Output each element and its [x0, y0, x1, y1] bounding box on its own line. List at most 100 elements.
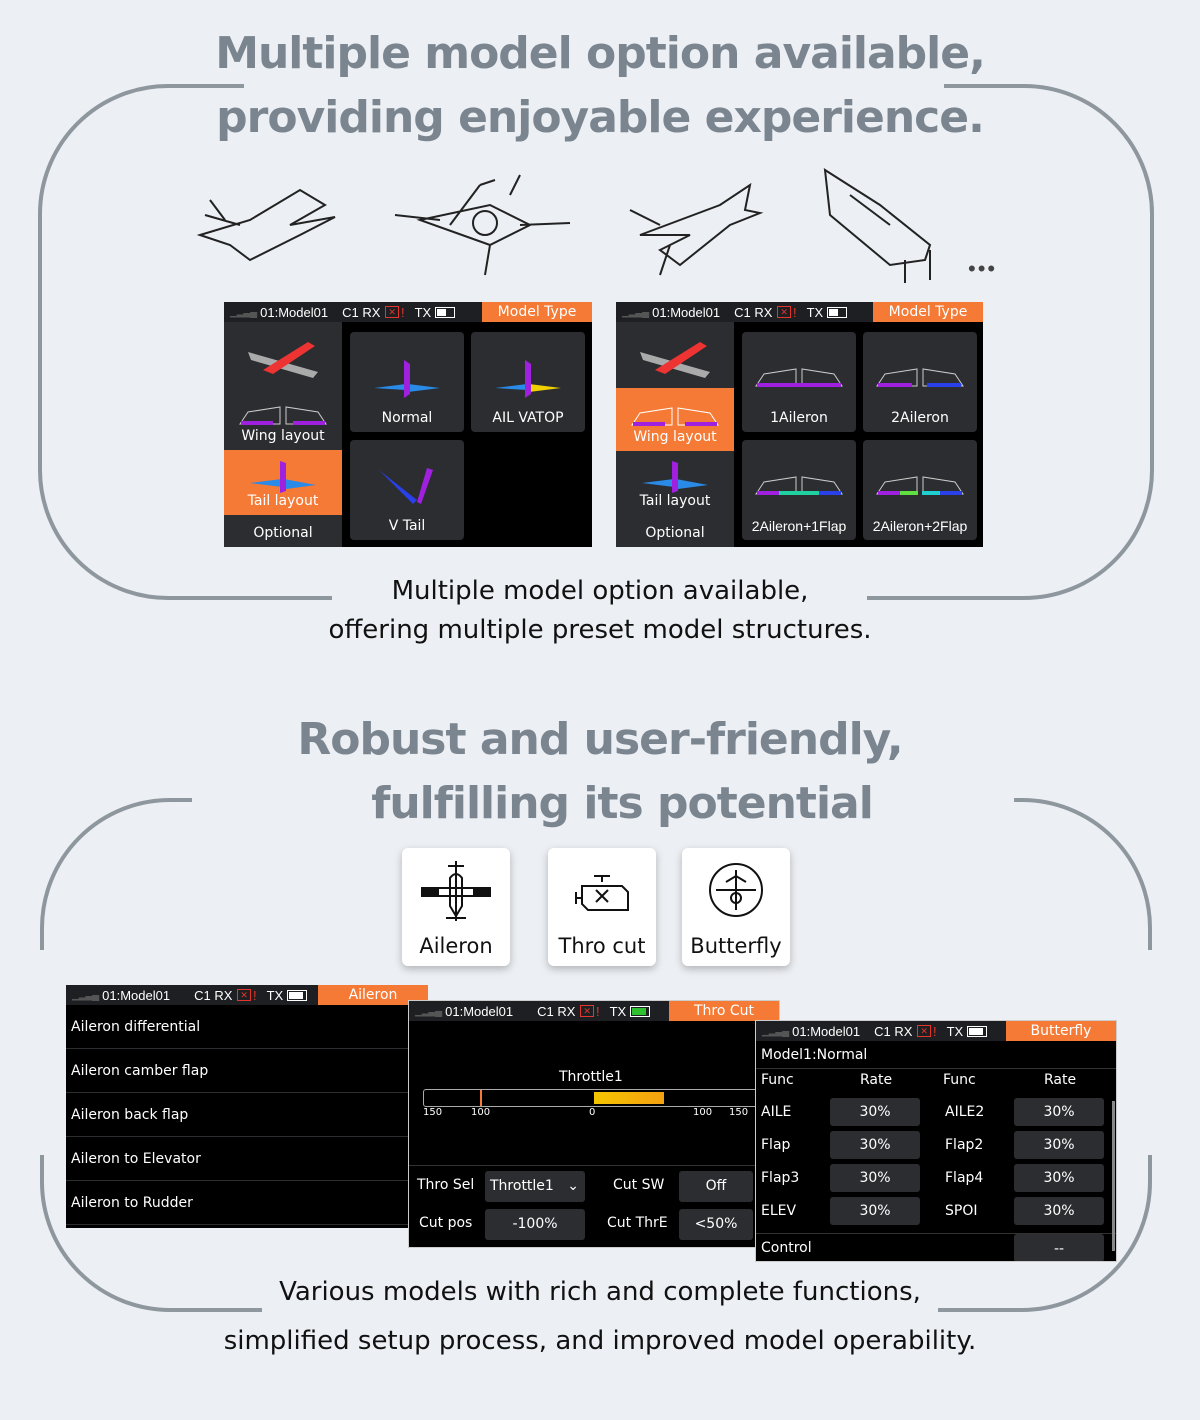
wing-icon — [631, 407, 719, 426]
butterfly-func-cell: ELEV — [761, 1203, 797, 1219]
butterfly-rate-2-cell[interactable]: 30% — [1014, 1164, 1104, 1192]
rx-warning: ! — [792, 304, 797, 320]
cut-thre-label: Cut ThrE — [607, 1215, 668, 1231]
frame-gap-title — [244, 70, 944, 100]
label: Tail layout — [247, 493, 319, 509]
divider — [409, 1165, 779, 1166]
thro-cut-card[interactable]: Thro cut — [548, 848, 656, 966]
rx-error-icon: ✕ — [777, 306, 791, 318]
battery-icon — [287, 989, 308, 1001]
wing-layout-option[interactable]: Wing layout — [224, 388, 342, 450]
section2-caption-1: Various models with rich and complete fu… — [279, 1277, 921, 1307]
plane-thumbnail-icon — [640, 342, 710, 378]
signal-icon: ▁▂▃▄ — [415, 1005, 442, 1017]
rx-error-icon: ✕ — [385, 306, 399, 318]
wing-2aileron-2flap-icon — [876, 476, 964, 495]
rx-warning: ! — [252, 987, 257, 1003]
tile-ail-vatop[interactable]: AIL VATOP — [471, 332, 585, 432]
signal-icon: ▁▂▃▄ — [762, 1025, 789, 1037]
butterfly-func-2-cell: Flap2 — [945, 1137, 984, 1153]
label: Optional — [253, 525, 313, 541]
label: V Tail — [388, 518, 426, 534]
butterfly-rate-cell[interactable]: 30% — [830, 1098, 920, 1126]
scrollbar[interactable] — [1112, 1101, 1115, 1251]
drone-icon — [394, 174, 571, 276]
menu-item-aileron-to-rudder[interactable]: Aileron to Rudder — [66, 1181, 428, 1225]
battery-icon — [827, 306, 848, 318]
butterfly-rate-2-cell[interactable]: 30% — [1014, 1098, 1104, 1126]
section2-caption-2: simplified setup process, and improved m… — [223, 1326, 977, 1356]
model-outlines — [196, 168, 932, 283]
thro-sel-dropdown[interactable]: Throttle1⌄ — [485, 1171, 585, 1202]
section1-title-2: providing enjoyable experience. — [216, 92, 985, 143]
cut-thre-value[interactable]: <50% — [679, 1209, 753, 1240]
tx-label: TX — [806, 304, 824, 320]
menu-item-aileron-to-elevator[interactable]: Aileron to Elevator — [66, 1137, 428, 1181]
plane-image — [616, 322, 734, 388]
optional-option[interactable]: Optional — [616, 515, 734, 547]
menu-item-aileron-camber-flap[interactable]: Aileron camber flap — [66, 1049, 428, 1093]
wing-1aileron-icon — [755, 368, 843, 387]
tail-layout-option[interactable]: Tail layout — [224, 450, 342, 515]
wing-layout-option[interactable]: Wing layout — [616, 388, 734, 451]
rx-warning: ! — [400, 304, 405, 320]
tile-normal[interactable]: Normal — [350, 332, 464, 432]
butterfly-rate-cell[interactable]: 30% — [830, 1197, 920, 1225]
value: Throttle1 — [490, 1178, 554, 1194]
rx-error-icon: ✕ — [917, 1025, 931, 1037]
rx-error-icon: ✕ — [580, 1005, 594, 1017]
label: Wing layout — [633, 429, 717, 445]
frame-gap-caption — [332, 585, 867, 615]
label: Optional — [645, 525, 705, 541]
aileron-card[interactable]: Aileron — [402, 848, 510, 966]
butterfly-rate-cell[interactable]: 30% — [830, 1131, 920, 1159]
model-name: 01:Model01 — [260, 304, 329, 320]
rx-warning: ! — [932, 1023, 937, 1039]
tail-layout-option[interactable]: Tail layout — [616, 451, 734, 515]
menu-item-aileron-back-flap[interactable]: Aileron back flap — [66, 1093, 428, 1137]
optional-option[interactable]: Optional — [224, 515, 342, 547]
tx-label: TX — [414, 304, 432, 320]
airplane-icon — [196, 188, 336, 262]
butterfly-rate-cell[interactable]: 30% — [830, 1164, 920, 1192]
battery-icon — [435, 306, 456, 318]
rx-label: C1 RX — [874, 1023, 913, 1039]
tile-2aileron[interactable]: 2Aileron — [863, 332, 977, 432]
butterfly-card[interactable]: Butterfly — [682, 848, 790, 966]
rx-label: C1 RX — [342, 304, 381, 320]
throttle-bar — [423, 1089, 779, 1107]
aileron-plane-icon — [421, 861, 491, 921]
tile-1aileron[interactable]: 1Aileron — [742, 332, 856, 432]
cut-pos-label: Cut pos — [419, 1215, 473, 1231]
section2-title-2: fulfilling its potential — [371, 778, 874, 829]
mode-title: Model Type — [873, 302, 983, 322]
mode-title: Aileron — [318, 985, 428, 1005]
tx-label: TX — [609, 1003, 627, 1019]
butterfly-rate-2-cell[interactable]: 30% — [1014, 1197, 1104, 1225]
label: Tail layout — [639, 493, 711, 509]
cut-sw-value[interactable]: Off — [679, 1171, 753, 1202]
battery-charging-icon — [630, 1005, 651, 1017]
label: Normal — [381, 410, 433, 426]
engine-cut-icon — [575, 875, 629, 911]
label: 1Aileron — [770, 410, 828, 426]
control-value[interactable]: -- — [1014, 1234, 1104, 1261]
tx-label: TX — [266, 987, 284, 1003]
tick: 0 — [589, 1107, 596, 1118]
menu-item-aileron-differential[interactable]: Aileron differential — [66, 1005, 428, 1049]
header-func-2: Func — [943, 1072, 976, 1088]
tick: 100 — [471, 1107, 491, 1118]
tick: 150 — [729, 1107, 749, 1118]
cut-pos-value[interactable]: -100% — [485, 1209, 585, 1240]
butterfly-rate-2-cell[interactable]: 30% — [1014, 1131, 1104, 1159]
butterfly-func-2-cell: Flap4 — [945, 1170, 984, 1186]
frame-top — [38, 84, 1154, 600]
label: 2Aileron+1Flap — [751, 518, 847, 534]
tile-2aileron-2flap[interactable]: 2Aileron+2Flap — [863, 440, 977, 540]
tile-2aileron-1flap[interactable]: 2Aileron+1Flap — [742, 440, 856, 540]
tile-v-tail[interactable]: V Tail — [350, 440, 464, 540]
header-rate-2: Rate — [1044, 1072, 1077, 1088]
label: Butterfly — [690, 934, 782, 958]
